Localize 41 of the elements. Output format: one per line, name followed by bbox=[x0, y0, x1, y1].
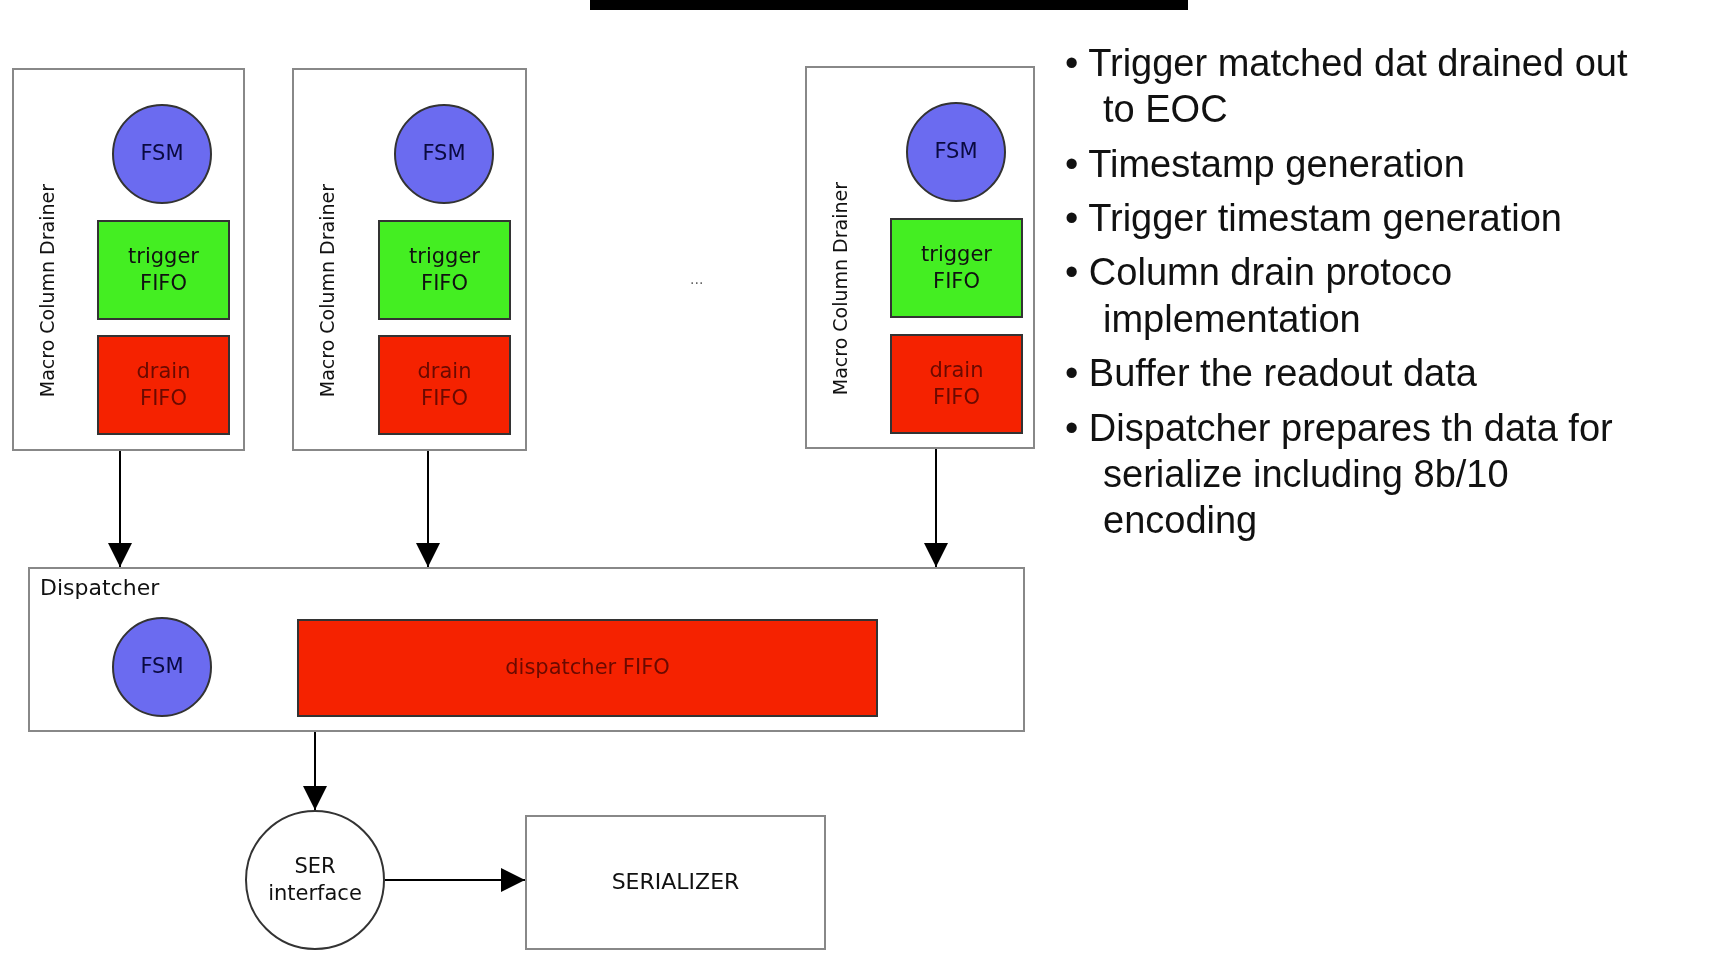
bullet-item: • Dispatcher prepares th data for serialize including 8b/10 encoding bbox=[1065, 405, 1614, 544]
block-label: trigger FIFO bbox=[920, 240, 993, 295]
bullet-item: • Timestamp generation bbox=[1065, 141, 1466, 187]
block-label: trigger FIFO bbox=[408, 242, 481, 297]
panel-title: Macro Column Drainer bbox=[36, 183, 58, 397]
block-label: SER interface bbox=[267, 852, 363, 907]
arrow bbox=[303, 731, 327, 811]
drainer-panel bbox=[12, 68, 245, 451]
drainer-panel bbox=[292, 68, 527, 451]
drainer-panel bbox=[805, 66, 1035, 449]
block-label: drain FIFO bbox=[928, 356, 985, 411]
fifo-block bbox=[97, 335, 230, 435]
fifo-block bbox=[890, 334, 1023, 434]
arrow bbox=[108, 450, 132, 568]
serializer-box bbox=[525, 815, 826, 950]
block-label: drain FIFO bbox=[416, 357, 473, 412]
bullet-item: • Trigger matched dat drained out to EOC bbox=[1065, 41, 1629, 133]
dispatcher-panel bbox=[28, 567, 1025, 732]
panel-title: Macro Column Drainer bbox=[829, 181, 851, 395]
fifo-block bbox=[297, 619, 878, 717]
ellipsis-text: ... bbox=[690, 270, 704, 288]
fifo-block bbox=[97, 220, 230, 320]
block-label: FSM bbox=[140, 140, 184, 168]
bullet-item: • Column drain protoco implementation bbox=[1065, 250, 1454, 342]
arrow bbox=[384, 868, 526, 892]
fifo-block bbox=[378, 335, 511, 435]
block-label: SERIALIZER bbox=[611, 868, 740, 897]
bullet-item: • Trigger timestam generation bbox=[1065, 196, 1563, 242]
block-label: dispatcher FIFO bbox=[505, 654, 670, 682]
arrow bbox=[924, 448, 948, 568]
arrow bbox=[416, 450, 440, 568]
block-label: FSM bbox=[422, 140, 466, 168]
block-label: drain FIFO bbox=[135, 357, 192, 412]
fifo-block bbox=[378, 220, 511, 320]
block-label: FSM bbox=[140, 653, 184, 681]
bullet-item: • Buffer the readout data bbox=[1065, 351, 1478, 397]
block-label: trigger FIFO bbox=[127, 242, 200, 297]
fifo-block bbox=[890, 218, 1023, 318]
block-label: FSM bbox=[934, 138, 978, 166]
panel-title: Dispatcher bbox=[40, 575, 160, 600]
panel-title: Macro Column Drainer bbox=[316, 183, 338, 397]
